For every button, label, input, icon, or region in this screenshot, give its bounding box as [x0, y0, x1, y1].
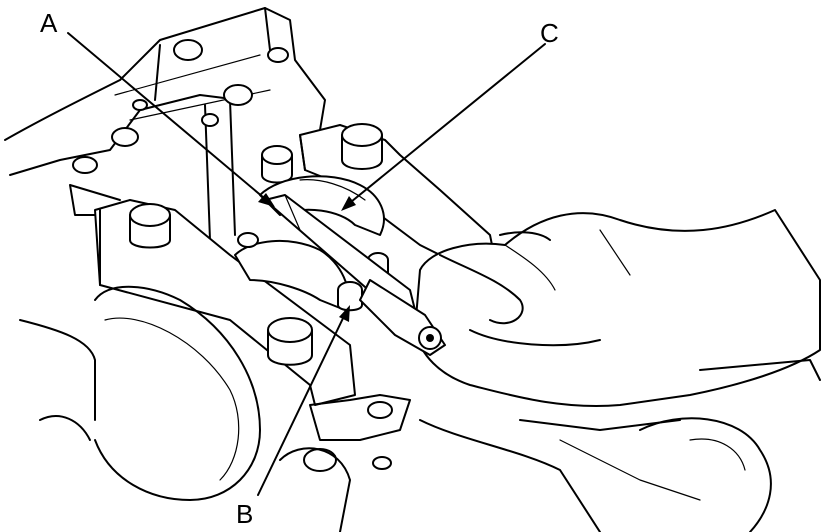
bolt-hole — [267, 47, 289, 63]
bolt-hole — [72, 156, 98, 174]
hand-with-tool — [359, 209, 821, 407]
arrowhead-a — [258, 193, 275, 207]
leader-line-b — [257, 311, 347, 496]
bolt-hole — [173, 39, 203, 61]
callout-label-a: A — [40, 8, 58, 38]
lower-bolt — [267, 317, 313, 366]
leader-line-c — [345, 43, 546, 207]
bolt-hole — [132, 99, 148, 111]
callout-label-b: B — [236, 499, 253, 529]
lower-block — [279, 359, 821, 532]
arrowhead-c — [341, 196, 356, 211]
engine-block — [4, 7, 326, 241]
crankshaft-counterweight — [19, 285, 261, 501]
bolt-hole — [201, 113, 219, 127]
bolt-hole — [223, 84, 253, 106]
callout-label-c: C — [540, 18, 559, 48]
leader-lines — [67, 32, 546, 496]
arrowhead-b — [339, 305, 350, 322]
bolt-hole — [111, 127, 139, 147]
leader-line-a — [67, 32, 271, 204]
